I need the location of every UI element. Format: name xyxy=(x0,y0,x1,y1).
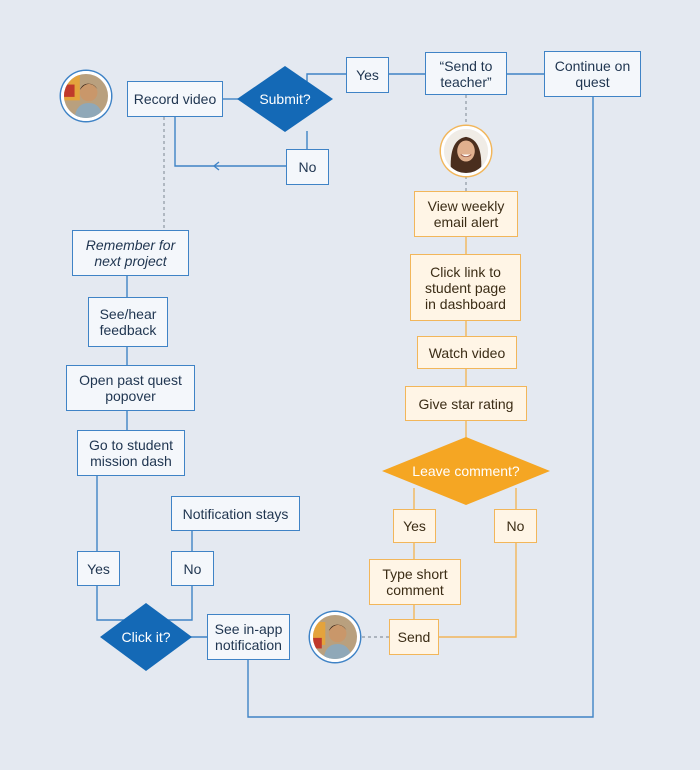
remember-next-project-box: Remember for next project xyxy=(72,230,189,276)
send-to-teacher-box: “Send to teacher” xyxy=(425,52,507,95)
student-photo-icon xyxy=(313,615,357,659)
click-link-dashboard-box: Click link to student page in dashboard xyxy=(410,254,521,321)
student-avatar-bottom xyxy=(310,612,360,662)
view-weekly-email-box: View weekly email alert xyxy=(414,191,518,237)
type-short-comment-box: Type short comment xyxy=(369,559,461,605)
yes-comment-box: Yes xyxy=(393,509,436,543)
connector-no-send xyxy=(439,543,517,638)
loop-arrowhead xyxy=(212,161,220,171)
give-star-rating-box: Give star rating xyxy=(405,386,527,421)
connector-continue-bottom xyxy=(247,97,594,718)
send-box: Send xyxy=(389,619,439,655)
student-avatar-top xyxy=(61,71,111,121)
watch-video-box: Watch video xyxy=(417,336,517,369)
no-submit-box: No xyxy=(286,149,329,185)
yes-click-box: Yes xyxy=(77,551,120,586)
open-past-quest-box: Open past quest popover xyxy=(66,365,195,411)
click-it-diamond xyxy=(100,603,192,671)
yes-submit-box: Yes xyxy=(346,57,389,93)
see-hear-feedback-box: See/hear feedback xyxy=(88,297,168,347)
see-in-app-notification-box: See in-app notification xyxy=(207,614,290,660)
no-click-box: No xyxy=(171,551,214,586)
leave-comment-diamond xyxy=(382,437,550,505)
teacher-avatar xyxy=(441,126,491,176)
go-to-student-dash-box: Go to student mission dash xyxy=(77,430,185,476)
teacher-photo-icon xyxy=(444,129,488,173)
student-photo-icon xyxy=(64,74,108,118)
notification-stays-box: Notification stays xyxy=(171,496,300,531)
connector-no-loop xyxy=(174,117,286,167)
record-video-box: Record video xyxy=(127,81,223,117)
submit-diamond xyxy=(237,66,333,132)
no-comment-box: No xyxy=(494,509,537,543)
continue-quest-box: Continue on quest xyxy=(544,51,641,97)
